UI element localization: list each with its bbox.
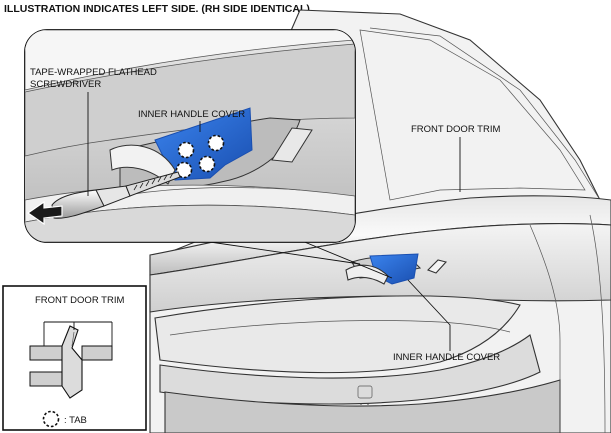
tab-marker	[207, 134, 225, 152]
tab-marker	[175, 161, 193, 179]
label-inner-handle-cover-detail: INNER HANDLE COVER	[138, 109, 245, 120]
tape-wrapped-screwdriver	[51, 171, 181, 219]
tab-legend-label: : TAB	[64, 415, 87, 426]
label-front-door-trim-section: FRONT DOOR TRIM	[35, 295, 124, 306]
tab-marker	[198, 155, 216, 173]
tab-marker	[177, 141, 195, 159]
tab-markers-detail	[175, 134, 225, 179]
tab-legend-icon	[42, 410, 60, 428]
label-front-door-trim-main: FRONT DOOR TRIM	[411, 124, 500, 135]
pull-direction-arrow-icon	[26, 200, 63, 226]
illustration-note: ILLUSTRATION INDICATES LEFT SIDE. (RH SI…	[4, 3, 310, 15]
inner-handle-cover-detail	[154, 107, 253, 181]
detail-callout	[24, 29, 356, 243]
label-tape-wrapped-flathead: TAPE-WRAPPED FLATHEAD	[30, 67, 157, 78]
section-view-box	[2, 285, 147, 431]
label-screwdriver: SCREWDRIVER	[30, 79, 101, 90]
label-inner-handle-cover-main: INNER HANDLE COVER	[393, 352, 500, 363]
